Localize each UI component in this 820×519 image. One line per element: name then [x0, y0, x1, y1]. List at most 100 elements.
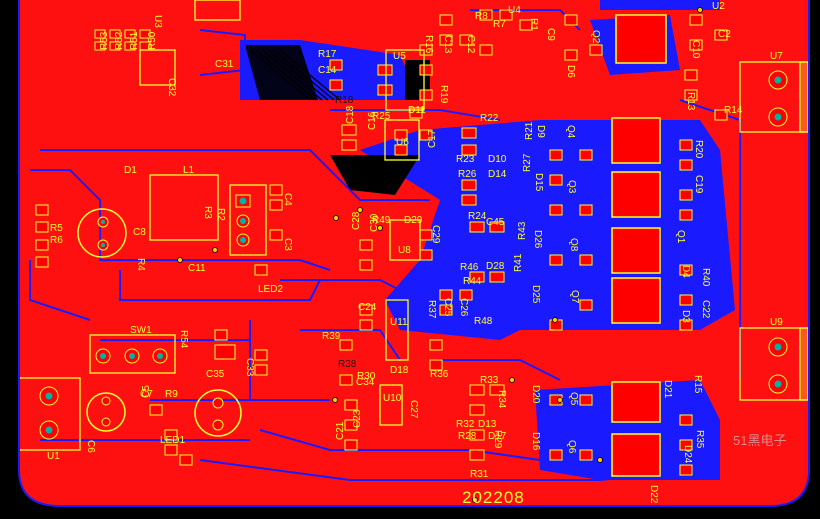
- designator-d18: D18: [390, 365, 409, 376]
- designator-u7: U7: [770, 51, 783, 62]
- designator-r50: R50: [147, 31, 158, 50]
- bus-traces: [249, 49, 341, 101]
- designator-r52: R52: [114, 31, 125, 50]
- designator-r37: R37: [426, 300, 437, 319]
- designator-c24: C24: [358, 302, 377, 313]
- designator-d16: D16: [530, 432, 541, 451]
- designator-d26: D26: [532, 230, 543, 249]
- designator-r32: R32: [456, 419, 475, 430]
- designator-d9: D9: [535, 125, 546, 138]
- designator-c10: C10: [690, 40, 701, 59]
- designator-r54: R54: [178, 330, 189, 349]
- designator-c11: C11: [188, 263, 206, 274]
- designator-c4: C4: [282, 193, 293, 206]
- designator-r15: R15: [692, 375, 703, 394]
- designator-u5: U5: [393, 51, 406, 62]
- designator-r18: R18: [335, 95, 354, 106]
- designator-c13: C13: [442, 35, 453, 54]
- designator-r5: R5: [50, 223, 63, 234]
- designator-c3: C3: [282, 238, 293, 251]
- designator-r38: R38: [338, 359, 357, 370]
- designator-q1: Q1: [675, 230, 686, 244]
- designator-u10: U10: [383, 393, 402, 404]
- designator-c7: C7: [140, 389, 153, 400]
- designator-c34: C34: [356, 377, 375, 388]
- designator-d25: D25: [530, 285, 541, 304]
- designator-r39: R39: [322, 331, 341, 342]
- silk-outlines: [20, 0, 808, 451]
- designator-r19: R19: [438, 85, 449, 104]
- designator-r51: R51: [129, 31, 140, 50]
- designator-c22: C22: [700, 300, 711, 319]
- designator-d10: D10: [488, 154, 507, 165]
- designator-c16: C16: [367, 111, 378, 130]
- designator-r48: R48: [474, 316, 493, 327]
- designator-r25: R25: [372, 111, 391, 122]
- designator-c23: C23: [352, 409, 363, 428]
- designator-c32: C32: [166, 78, 177, 97]
- designator-r21: R21: [524, 121, 535, 140]
- designator-led2: LED2: [258, 284, 284, 295]
- designator-r9: R9: [165, 389, 178, 400]
- designator-u1: U1: [47, 451, 60, 462]
- designator-u8: U8: [398, 245, 411, 256]
- designator-c25: C25: [442, 298, 453, 317]
- mosfet-pads: [611, 14, 667, 477]
- designator-d11: D11: [408, 105, 426, 116]
- designator-r7: R7: [493, 19, 506, 30]
- designator-c27: C27: [408, 400, 419, 419]
- designator-q4: Q4: [565, 125, 576, 139]
- designator-c19: C19: [693, 175, 704, 194]
- designator-r28: R28: [458, 431, 477, 442]
- designator-u9: U9: [770, 317, 783, 328]
- designator-r31: R31: [470, 469, 489, 480]
- vias: [177, 7, 703, 503]
- designator-r27: R27: [522, 153, 533, 172]
- designator-c12: C12: [465, 35, 476, 54]
- designator-c21: C21: [335, 421, 346, 440]
- designator-r36: R36: [430, 369, 449, 380]
- designator-c14: C14: [318, 65, 337, 76]
- designator-r16: R16: [423, 35, 434, 54]
- designator-r6: R6: [50, 235, 63, 246]
- designator-q6: Q6: [566, 440, 577, 454]
- designator-d4: D4: [680, 265, 691, 278]
- designator-r46: R46: [460, 262, 479, 273]
- designator-d22: D22: [648, 485, 659, 504]
- smd-pads: [35, 9, 728, 476]
- designator-c6: C6: [85, 440, 96, 453]
- designator-r1: R1: [528, 18, 539, 31]
- board-code: 202208: [462, 488, 525, 507]
- designator-r24: R24: [468, 211, 487, 222]
- designator-r33: R33: [480, 375, 499, 386]
- designator-c45: C45: [486, 217, 505, 228]
- designator-r40: R40: [700, 268, 711, 287]
- designator-r23: R23: [456, 154, 475, 165]
- designator-d29: D29: [404, 215, 423, 226]
- watermark-text: 51黑电子: [733, 433, 787, 448]
- designator-d14: D14: [488, 169, 507, 180]
- designator-r14: R14: [724, 105, 743, 116]
- electrolytic-capacitors: [77, 208, 242, 437]
- designator-r30: R30: [357, 371, 376, 382]
- designator-c5: C5: [141, 385, 152, 398]
- designator-u2: U2: [712, 1, 725, 12]
- designator-d24: D24: [682, 445, 693, 464]
- designator-r20: R20: [693, 140, 704, 159]
- designator-c29: C29: [430, 225, 441, 244]
- designator-u6: U6: [396, 137, 409, 148]
- designator-q2: Q2: [590, 30, 601, 44]
- designator-c2: C2: [718, 29, 731, 40]
- designator-c26: C26: [458, 298, 469, 317]
- designator-r13: R13: [685, 92, 696, 111]
- designator-c28: C28: [351, 211, 362, 230]
- designator-r8: R8: [475, 11, 488, 22]
- designator-sw1: SW1: [130, 325, 152, 336]
- designator-u4: U4: [508, 5, 521, 16]
- designator-r26: R26: [458, 169, 477, 180]
- designator-q5: Q5: [568, 392, 579, 406]
- designator-r3: R3: [202, 206, 213, 219]
- designator-r49: R49: [372, 215, 391, 226]
